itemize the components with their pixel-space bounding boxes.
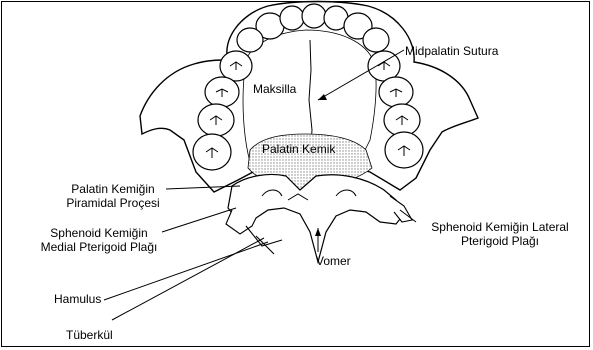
label-medial-pterygoid-plate: Sphenoid Kemiğin Medial Pterigoid Plağı (28, 226, 170, 254)
label-palatine-bone: Palatin Kemik (262, 142, 335, 156)
label-hamulus: Hamulus (54, 292, 101, 306)
label-pyramidal-process-line2: Piramidal Proçesi (54, 196, 172, 210)
label-vomer: Vomer (316, 254, 351, 268)
leader-medial-plate (162, 208, 236, 232)
label-pyramidal-process-line1: Palatin Kemiğin (54, 182, 172, 196)
label-lateral-pterygoid-line2: Pterigoid Plağı (416, 234, 584, 248)
label-tubercle: Tüberkül (66, 328, 113, 342)
label-midpalatal-suture: Midpalatin Sutura (405, 44, 498, 58)
label-lateral-pterygoid-line1: Sphenoid Kemiğin Lateral (416, 220, 584, 234)
label-medial-pterygoid-line2: Medial Pterigoid Plağı (28, 240, 170, 254)
label-pyramidal-process: Palatin Kemiğin Piramidal Proçesi (54, 182, 172, 210)
label-lateral-pterygoid-plate: Sphenoid Kemiğin Lateral Pterigoid Plağı (416, 220, 584, 248)
leader-pyramidal (166, 186, 240, 189)
tooth (237, 28, 263, 52)
pterygoid-processes (246, 226, 282, 254)
tooth (302, 4, 326, 28)
label-medial-pterygoid-line1: Sphenoid Kemiğin (28, 226, 170, 240)
label-maxilla: Maksilla (252, 82, 297, 96)
tooth (280, 6, 304, 30)
tooth (363, 28, 389, 52)
